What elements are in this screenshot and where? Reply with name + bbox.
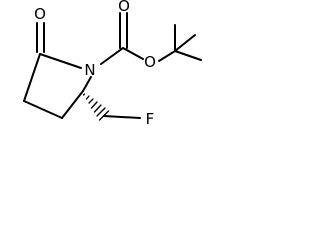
bond-n1-c2: [39, 53, 82, 69]
bond-c2-c3: [23, 53, 41, 102]
bond-c5-n1: [82, 76, 92, 92]
bond-tbu-methyl-3: [174, 34, 196, 52]
bond-c4-c5: [61, 90, 84, 119]
lactam-carbonyl: [36, 22, 45, 53]
atom-label-carbonyl-oxygen: O: [118, 0, 130, 15]
atom-label-lactam-oxygen: O: [34, 5, 46, 23]
boc-group: [100, 12, 202, 65]
atom-label-fluorine: F: [146, 110, 155, 128]
bond-n-carbonyl-c: [100, 47, 124, 65]
bond-ch2-f: [103, 115, 141, 119]
atom-label-nitrogen: N: [84, 61, 95, 79]
bond-c3-c4: [23, 100, 63, 119]
bond-tbu-methyl-1: [174, 50, 202, 61]
pyrrolidinone-ring: [23, 53, 92, 119]
chemical-structure: O N O O F: [23, 0, 202, 128]
bond-c-o-ester: [122, 47, 144, 60]
atom-label-ester-oxygen: O: [144, 53, 156, 71]
bond-o-tbu: [158, 50, 176, 62]
